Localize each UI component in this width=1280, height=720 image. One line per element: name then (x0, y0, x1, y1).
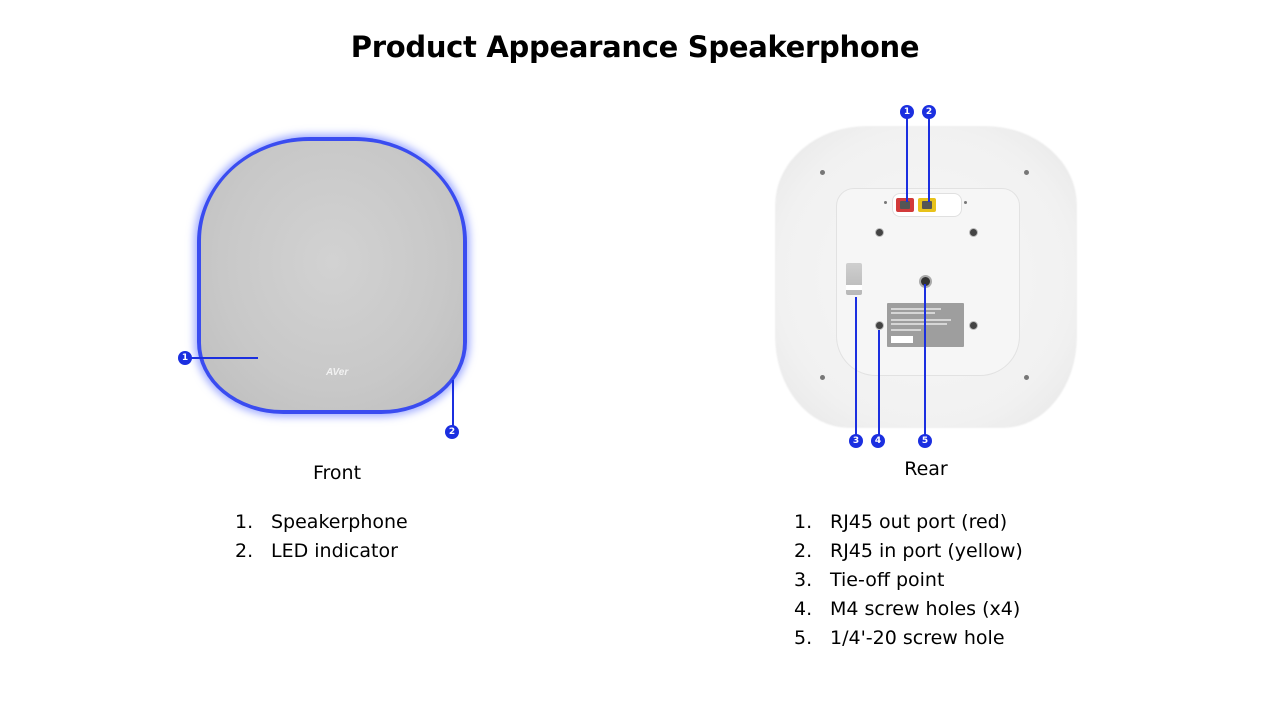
list-item: 1. Speakerphone (235, 508, 408, 537)
rear-callout-3: 3 (849, 434, 863, 448)
list-item: 3. Tie-off point (794, 566, 1023, 595)
product-label (887, 303, 964, 347)
small-dot (964, 201, 967, 204)
aver-logo: AVer (326, 367, 349, 378)
m4-screw-hole (875, 321, 884, 330)
small-dot (884, 201, 887, 204)
tie-off-point (846, 263, 862, 295)
item-number: 1. (235, 511, 254, 533)
item-label: Tie-off point (830, 569, 945, 591)
callout-line-4 (878, 330, 880, 435)
item-label: LED indicator (271, 540, 398, 562)
item-number: 3. (794, 569, 813, 591)
list-item: 5. 1/4'-20 screw hole (794, 624, 1023, 653)
m4-screw-hole (969, 321, 978, 330)
m4-screw-hole (969, 228, 978, 237)
m4-screw-hole (875, 228, 884, 237)
item-number: 4. (794, 598, 813, 620)
rear-callout-2: 2 (922, 105, 936, 119)
rj45-in-port (918, 198, 936, 212)
item-number: 2. (235, 540, 254, 562)
callout-line-1 (190, 357, 258, 359)
item-label: 1/4'-20 screw hole (830, 627, 1005, 649)
list-item: 2. LED indicator (235, 537, 408, 566)
list-item: 1. RJ45 out port (red) (794, 508, 1023, 537)
list-item: 2. RJ45 in port (yellow) (794, 537, 1023, 566)
rear-callout-1: 1 (900, 105, 914, 119)
item-number: 5. (794, 627, 813, 649)
corner-dot (1024, 170, 1029, 175)
callout-line-3 (855, 297, 857, 435)
callout-line-5 (924, 284, 926, 435)
rear-callout-5: 5 (918, 434, 932, 448)
corner-dot (1024, 375, 1029, 380)
front-legend-list: 1. Speakerphone 2. LED indicator (235, 508, 408, 566)
rear-caption: Rear (904, 458, 948, 480)
slide-title: Product Appearance Speakerphone (350, 30, 920, 64)
front-caption: Front (312, 462, 362, 484)
callout-line-1 (906, 118, 908, 202)
item-label: RJ45 in port (yellow) (830, 540, 1023, 562)
rear-callout-4: 4 (871, 434, 885, 448)
front-callout-2: 2 (445, 425, 459, 439)
item-label: Speakerphone (271, 511, 408, 533)
front-callout-1: 1 (178, 351, 192, 365)
speaker-grille (201, 141, 463, 410)
item-number: 2. (794, 540, 813, 562)
list-item: 4. M4 screw holes (x4) (794, 595, 1023, 624)
item-label: RJ45 out port (red) (830, 511, 1008, 533)
corner-dot (820, 375, 825, 380)
item-number: 1. (794, 511, 813, 533)
callout-line-2 (928, 118, 930, 202)
quarter-inch-screw-hole (919, 275, 932, 288)
callout-line-2 (452, 380, 454, 426)
corner-dot (820, 170, 825, 175)
rear-legend-list: 1. RJ45 out port (red) 2. RJ45 in port (ye… (794, 508, 1023, 653)
rj45-out-port (896, 198, 914, 212)
item-label: M4 screw holes (x4) (830, 598, 1021, 620)
